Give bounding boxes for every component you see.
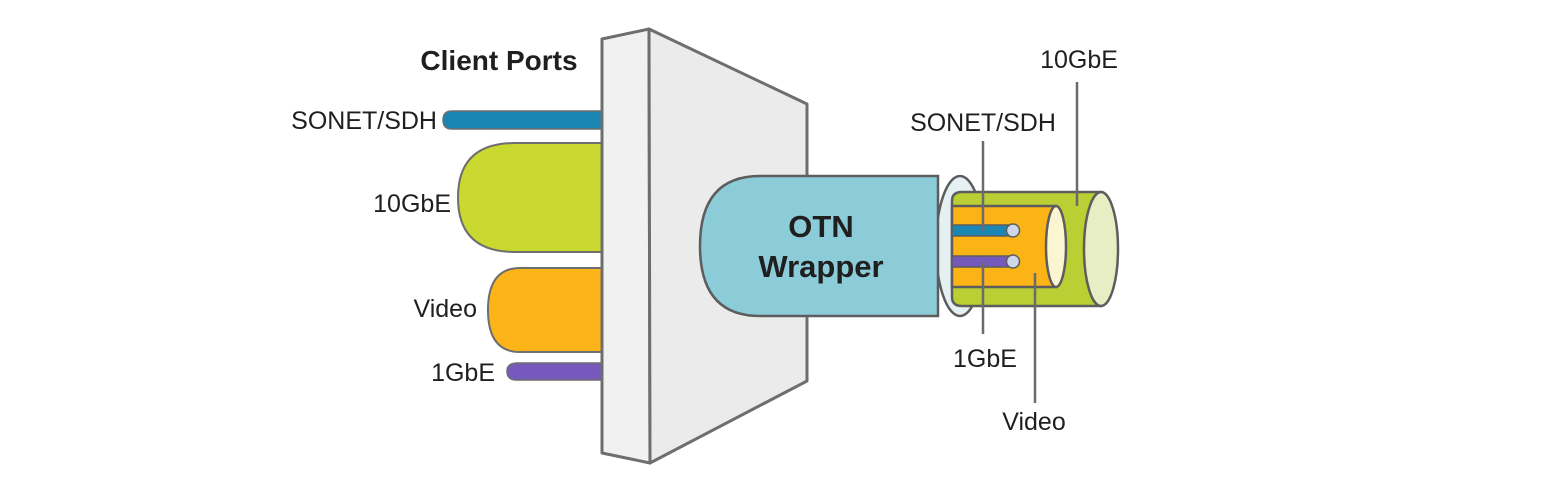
otn-wrapper-label-line1: OTN (788, 209, 853, 244)
client-bar-1gbe (506, 362, 606, 381)
otn-cylinder-body (698, 174, 940, 318)
output-label-1gbe: 1GbE (953, 345, 1017, 373)
wrapped-10gbe-cylinder-cap (1082, 190, 1120, 308)
otn-wrapper-label-line2: Wrapper (758, 249, 883, 284)
wrapped-video-cylinder-body (950, 204, 1058, 289)
wrapper-panel-front-face (600, 27, 652, 465)
output-label-10gbe: 10GbE (1040, 46, 1118, 74)
output-label-video: Video (1002, 408, 1066, 436)
client-label-10gbe: 10GbE (373, 190, 451, 218)
wrapped-sonet-sdh-tube-cap (1005, 223, 1021, 238)
client-label-video: Video (414, 295, 478, 323)
client-bar-sonet-sdh (442, 110, 606, 130)
client-bar-10gbe (456, 142, 606, 253)
client-bar-video (486, 267, 606, 353)
wrapped-video-cylinder-cap (1044, 204, 1068, 289)
wrapped-1gbe-tube-cap (1005, 254, 1021, 269)
client-label-1gbe: 1GbE (431, 359, 495, 387)
client-ports-title: Client Ports (420, 45, 577, 76)
output-label-sonet-sdh: SONET/SDH (910, 109, 1056, 137)
client-label-sonet-sdh: SONET/SDH (291, 107, 437, 135)
